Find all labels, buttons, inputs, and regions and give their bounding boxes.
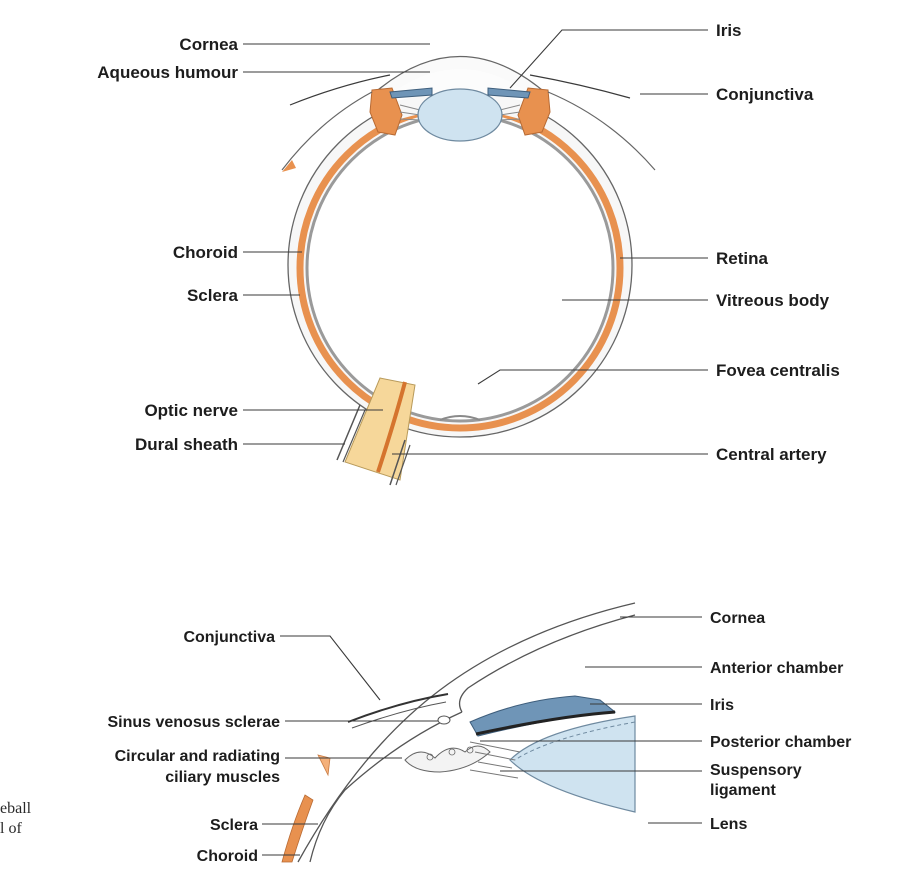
caption-fragment-2: l of (0, 820, 22, 838)
label-retina: Retina (716, 249, 769, 268)
label-detail-cornea: Cornea (710, 610, 765, 627)
detail-lens (510, 716, 635, 812)
eyeball-cross-section (282, 57, 655, 486)
label-anterior-chamber: Anterior chamber (710, 660, 843, 677)
label-iris: Iris (716, 21, 742, 40)
bottom-leader-lines (262, 617, 702, 855)
detail-conjunctiva (348, 694, 448, 722)
label-detail-conjunctiva: Conjunctiva (183, 629, 275, 646)
top-labels-right: Iris Conjunctiva Retina Vitreous body Fo… (716, 21, 840, 464)
label-optic-nerve: Optic nerve (144, 401, 238, 420)
label-ligament: ligament (710, 782, 776, 799)
caption-fragment-1: eball (0, 800, 31, 818)
label-ciliary-muscles: ciliary muscles (165, 769, 280, 786)
label-central-artery: Central artery (716, 445, 827, 464)
label-fovea-centralis: Fovea centralis (716, 361, 840, 380)
label-conjunctiva: Conjunctiva (716, 85, 814, 104)
bottom-labels-right: Cornea Anterior chamber Iris Posterior c… (710, 610, 851, 833)
label-vitreous-body: Vitreous body (716, 291, 830, 310)
label-posterior-chamber: Posterior chamber (710, 734, 851, 751)
label-detail-sclera: Sclera (210, 817, 258, 834)
detail-choroid (282, 795, 313, 862)
top-labels-left: Cornea Aqueous humour Choroid Sclera Opt… (97, 35, 238, 454)
label-cornea: Cornea (179, 35, 238, 54)
label-aqueous-humour: Aqueous humour (97, 63, 238, 82)
label-sinus-venosus-sclerae: Sinus venosus sclerae (107, 714, 280, 731)
lens (418, 89, 502, 141)
label-circular-radiating: Circular and radiating (115, 748, 280, 765)
detail-cornea-inner (460, 615, 635, 712)
label-detail-choroid: Choroid (197, 848, 258, 865)
bottom-labels-left: Conjunctiva Sinus venosus sclerae Circul… (107, 629, 280, 865)
label-choroid: Choroid (173, 243, 238, 262)
detail-sinus-venosus (438, 716, 450, 724)
label-sclera: Sclera (187, 286, 239, 305)
retina-layer (307, 115, 613, 421)
label-suspensory: Suspensory (710, 762, 802, 779)
detail-sclera-inner (310, 712, 462, 862)
label-detail-iris: Iris (710, 697, 734, 714)
label-dural-sheath: Dural sheath (135, 435, 238, 454)
label-lens: Lens (710, 816, 747, 833)
detail-ciliary-muscles (405, 746, 490, 772)
